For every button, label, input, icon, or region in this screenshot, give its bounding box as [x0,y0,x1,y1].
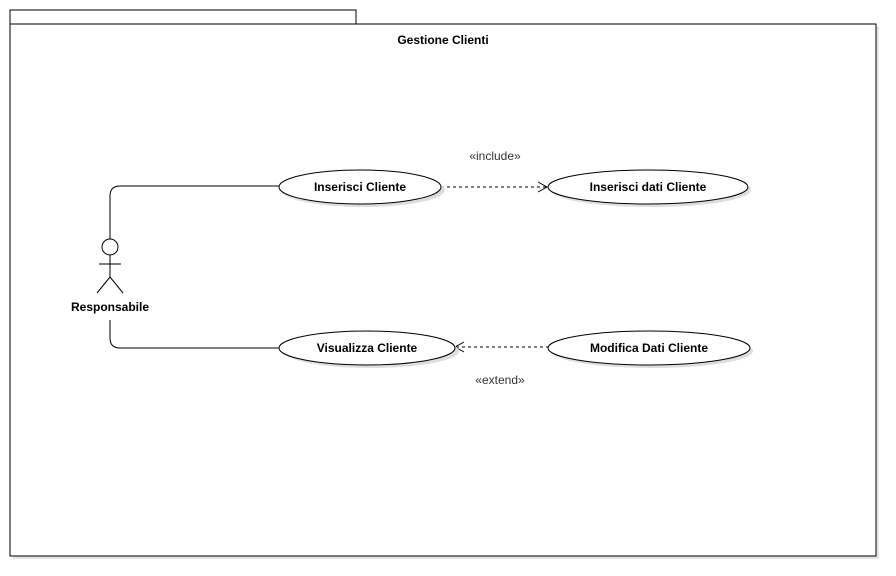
actor-left-leg [96,276,111,294]
include-arrowhead [537,181,549,193]
include-stereotype: «include» [469,149,521,163]
package-title: Gestione Clienti [397,33,488,47]
extend-stereotype: «extend» [475,373,525,387]
actor-label: Responsabile [71,300,149,314]
use-case-inserisci-dati-cliente[interactable]: Inserisci dati Cliente [547,169,751,207]
use-case-modifica-dati-cliente[interactable]: Modifica Dati Cliente [547,330,753,368]
use-case-label: Inserisci dati Cliente [590,180,707,194]
use-case-ellipse[interactable] [547,330,751,366]
actor-right-leg [109,276,124,294]
use-case-ellipse[interactable] [278,169,442,205]
use-case-label: Modifica Dati Cliente [590,341,708,355]
use-case-label: Inserisci Cliente [314,180,406,194]
actor-responsabile[interactable]: Responsabile [71,238,149,314]
use-case-visualizza-cliente[interactable]: Visualizza Cliente [278,330,459,368]
use-case-ellipse[interactable] [547,169,749,205]
use-case-ellipse[interactable] [278,330,456,366]
actor-head-icon [101,238,119,256]
package-frame[interactable] [9,23,877,557]
package-tab[interactable] [9,9,357,25]
association-line-inserisci[interactable] [109,185,280,239]
use-case-inserisci-cliente[interactable]: Inserisci Cliente [278,169,445,207]
use-case-label: Visualizza Cliente [317,341,418,355]
association-line-visualizza[interactable] [109,320,280,349]
